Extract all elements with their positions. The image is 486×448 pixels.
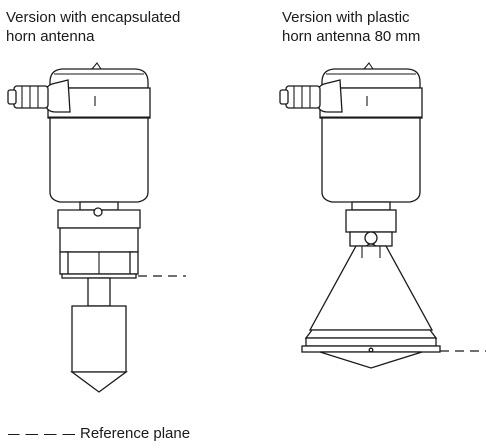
instrument-plastic-horn <box>279 62 486 369</box>
legend-label: Reference plane <box>80 425 191 442</box>
caption-plastic-horn: Version with plastic horn antenna 80 mm <box>282 8 420 46</box>
housing-lid <box>321 62 421 89</box>
cable-gland <box>279 79 343 113</box>
caption-encapsulated-horn: Version with encapsulated horn antenna <box>6 8 180 46</box>
housing-neck <box>351 201 391 211</box>
plastic-horn-antenna <box>301 245 441 369</box>
encapsulated-horn-antenna <box>70 277 128 393</box>
process-fitting <box>57 207 141 279</box>
housing-body <box>49 117 149 203</box>
caption-line: Version with plastic <box>282 9 410 26</box>
reference-plane-dash-symbol <box>8 434 76 435</box>
legend: Reference plane <box>8 424 190 443</box>
caption-line: horn antenna 80 mm <box>282 28 421 45</box>
instrument-encapsulated-horn <box>7 62 186 393</box>
housing-lid <box>49 62 149 89</box>
caption-line: Version with encapsulated <box>6 9 181 26</box>
housing-body <box>321 117 421 203</box>
cable-gland <box>7 79 71 113</box>
flange-adapter <box>345 209 397 266</box>
caption-line: horn antenna <box>6 28 95 45</box>
